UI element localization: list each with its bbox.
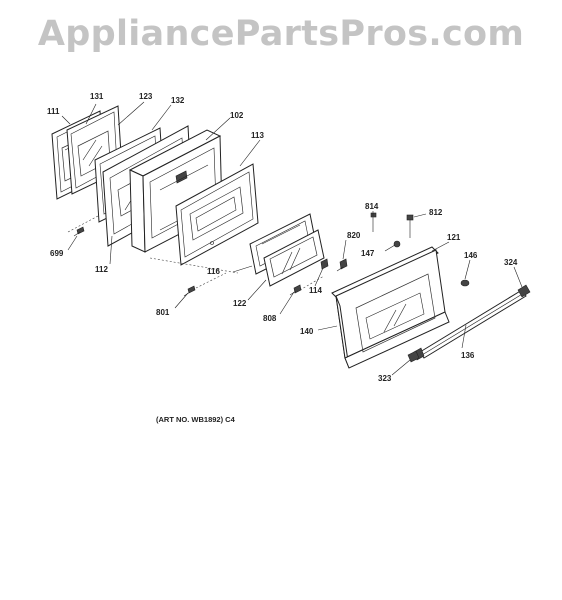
callout-116: 116 bbox=[207, 267, 220, 276]
callout-323: 323 bbox=[378, 374, 392, 383]
callout-labels: 111 131 123 132 102 113 699 112 116 801 … bbox=[47, 92, 518, 383]
part-808-screw bbox=[289, 284, 302, 296]
callout-801: 801 bbox=[156, 308, 170, 317]
callout-132: 132 bbox=[171, 96, 185, 105]
site-watermark: AppliancePartsPros.com bbox=[37, 14, 525, 54]
art-number-label: (ART NO. WB1892) C4 bbox=[156, 415, 236, 424]
callout-146: 146 bbox=[464, 251, 478, 260]
part-113-door-outer-panel bbox=[175, 163, 259, 266]
part-323-end-cap bbox=[407, 350, 420, 363]
guide-line bbox=[195, 272, 227, 289]
part-114-spacer bbox=[320, 258, 329, 270]
callout-121: 121 bbox=[447, 233, 461, 242]
guide-line bbox=[67, 215, 99, 233]
part-820-screw bbox=[336, 258, 348, 272]
callout-147: 147 bbox=[361, 249, 375, 258]
part-699-screw bbox=[73, 226, 85, 237]
callout-114: 114 bbox=[309, 286, 322, 295]
callout-814: 814 bbox=[365, 202, 379, 211]
guide-line bbox=[299, 275, 325, 291]
part-140-outer-door-panel bbox=[335, 249, 450, 369]
callout-122: 122 bbox=[233, 299, 247, 308]
callout-324: 324 bbox=[504, 258, 518, 267]
callout-136: 136 bbox=[461, 351, 475, 360]
part-102-door-inner-box bbox=[128, 129, 223, 253]
callout-113: 113 bbox=[251, 131, 264, 140]
callout-112: 112 bbox=[95, 265, 108, 274]
part-801-screw bbox=[183, 285, 196, 297]
part-147-bushing bbox=[393, 240, 401, 248]
part-146-bumper bbox=[460, 279, 470, 287]
part-122-inner-glass bbox=[263, 229, 325, 287]
part-814-screw bbox=[370, 212, 377, 232]
callout-699: 699 bbox=[50, 249, 64, 258]
callout-111: 111 bbox=[47, 107, 60, 116]
callout-808: 808 bbox=[263, 314, 277, 323]
part-324-end-cap bbox=[517, 284, 531, 298]
callout-102: 102 bbox=[230, 111, 244, 120]
callout-140: 140 bbox=[300, 327, 314, 336]
leader-lines bbox=[61, 101, 523, 376]
callout-812: 812 bbox=[429, 208, 443, 217]
callout-820: 820 bbox=[347, 231, 361, 240]
part-812-screw bbox=[406, 214, 414, 238]
callout-131: 131 bbox=[90, 92, 104, 101]
guide-line bbox=[149, 257, 239, 274]
callout-123: 123 bbox=[139, 92, 153, 101]
part-136-door-handle bbox=[413, 289, 527, 361]
